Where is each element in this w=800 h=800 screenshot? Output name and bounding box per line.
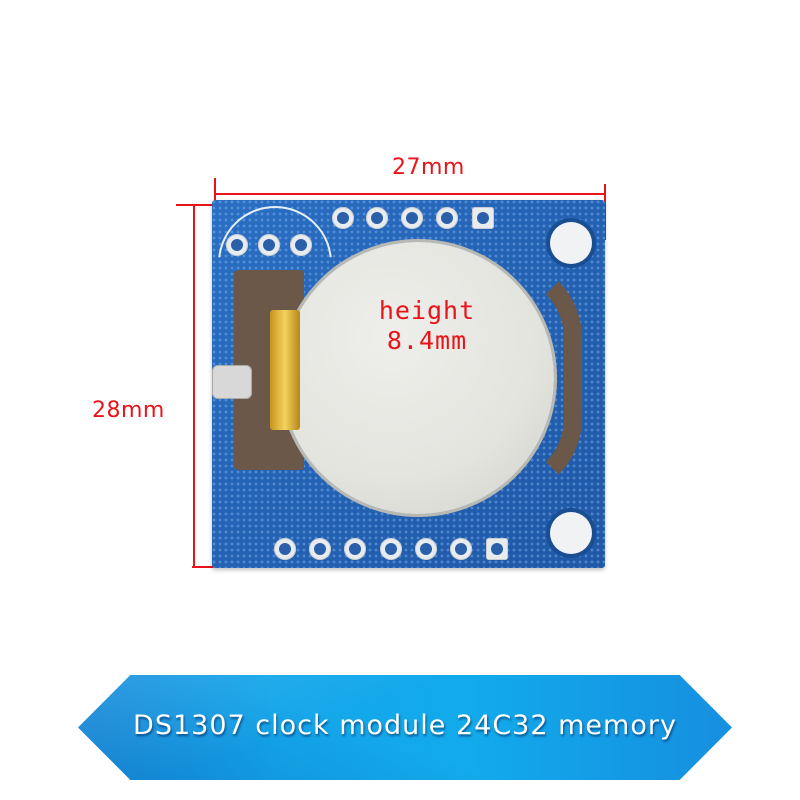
width-dimension-tick-left <box>214 178 216 220</box>
header-pin <box>450 538 472 560</box>
mount-hole-bottom-right <box>550 512 592 554</box>
height-dimension-label: 28mm <box>92 398 165 423</box>
battery-holder-right <box>502 258 582 498</box>
header-pin-1 <box>472 207 494 229</box>
header-pin <box>290 234 312 256</box>
thickness-label-line1: height <box>378 296 476 325</box>
header-pin <box>436 207 458 229</box>
header-pin <box>274 538 296 560</box>
width-dimension-label: 27mm <box>392 155 465 180</box>
mount-hole-top-right <box>550 222 592 264</box>
header-pin <box>258 234 280 256</box>
header-pin <box>309 538 331 560</box>
header-pin <box>366 207 388 229</box>
header-pin <box>332 207 354 229</box>
rtc-module-pcb: height 8.4mm <box>212 200 605 568</box>
header-pin <box>415 538 437 560</box>
thickness-label: height 8.4mm <box>352 296 502 356</box>
header-pin-1 <box>486 538 508 560</box>
header-pin <box>380 538 402 560</box>
width-dimension-line <box>214 193 606 195</box>
battery-clip <box>270 310 300 430</box>
product-title-banner: DS1307 clock module 24C32 memory <box>78 675 732 780</box>
battery-contact-tab <box>212 365 252 399</box>
height-dimension-line <box>193 205 195 567</box>
header-pin <box>344 538 366 560</box>
product-title: DS1307 clock module 24C32 memory <box>133 710 677 741</box>
width-dimension-tick-right <box>604 184 606 240</box>
header-pin <box>401 207 423 229</box>
thickness-label-line2: 8.4mm <box>386 326 468 355</box>
header-pin <box>226 234 248 256</box>
